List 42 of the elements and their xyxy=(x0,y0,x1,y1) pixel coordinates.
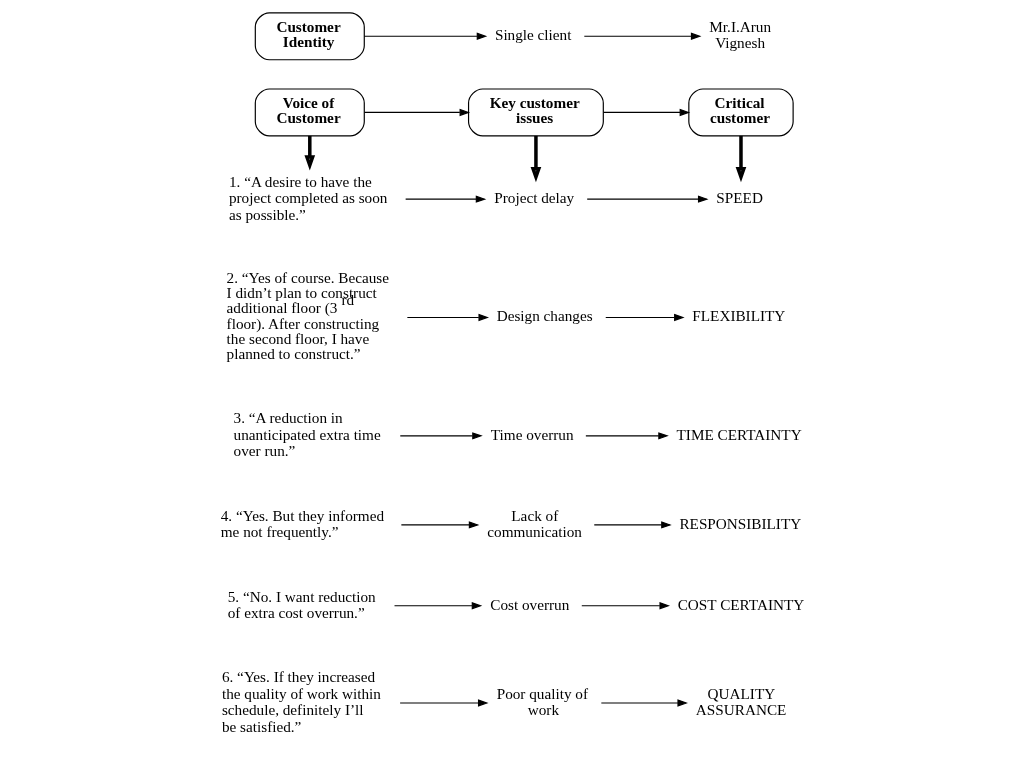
arrow xyxy=(605,313,685,322)
arrow xyxy=(405,195,487,203)
node-text: 3. “A reduction in unanticipated extra time over run.” xyxy=(233,409,381,460)
node-text: QUALITY ASSURANCE xyxy=(695,684,787,719)
node-text: 4. “Yes. But they informed me not frequently.” xyxy=(220,506,385,541)
node-text: Mr.I.Arun Vignesh xyxy=(709,18,772,52)
node-text: Single client xyxy=(494,26,572,44)
arrow xyxy=(363,108,471,117)
arrow xyxy=(593,521,672,529)
node-text: RESPONSIBILITY xyxy=(679,514,802,532)
arrow xyxy=(399,699,489,707)
node-text: Time overrun xyxy=(490,425,574,443)
arrow xyxy=(393,602,483,610)
arrow xyxy=(399,432,483,440)
arrow xyxy=(585,432,669,440)
arrow xyxy=(735,135,747,183)
node-text: Cost overrun xyxy=(490,595,570,613)
node-text: Poor quality of work xyxy=(496,684,588,719)
arrow xyxy=(603,108,691,117)
node-text: FLEXIBILITY xyxy=(692,307,786,325)
node-text: Lack of communication xyxy=(487,506,582,541)
node-text: TIME CERTAINTY xyxy=(676,425,802,443)
arrow xyxy=(581,602,670,610)
node-text: COST CERTAINTY xyxy=(677,595,805,613)
node-box: Voice of Customer xyxy=(254,88,365,137)
node-text: 5. “No. I want reduction of extra cost overrun.” xyxy=(227,587,376,621)
arrow xyxy=(530,135,542,183)
node-text: 1. “A desire to have the project completed as soon as possible.” xyxy=(228,172,388,223)
arrow xyxy=(363,32,488,40)
node-text: 6. “Yes. If they increased the quality of work within schedule, definitely I’ll be satisfied.” xyxy=(221,668,381,735)
arrow xyxy=(586,195,709,203)
node-box: Customer Identity xyxy=(254,12,365,61)
node-text: SPEED xyxy=(716,189,763,207)
arrow xyxy=(406,313,489,322)
node-text: Design changes xyxy=(496,307,593,325)
arrow xyxy=(583,32,702,40)
node-box: Key customer issues xyxy=(467,88,604,137)
arrow xyxy=(600,699,688,707)
node-text: Project delay xyxy=(494,189,575,207)
node-box: Critical customer xyxy=(688,88,794,137)
arrow xyxy=(400,521,480,529)
arrow xyxy=(304,135,316,171)
